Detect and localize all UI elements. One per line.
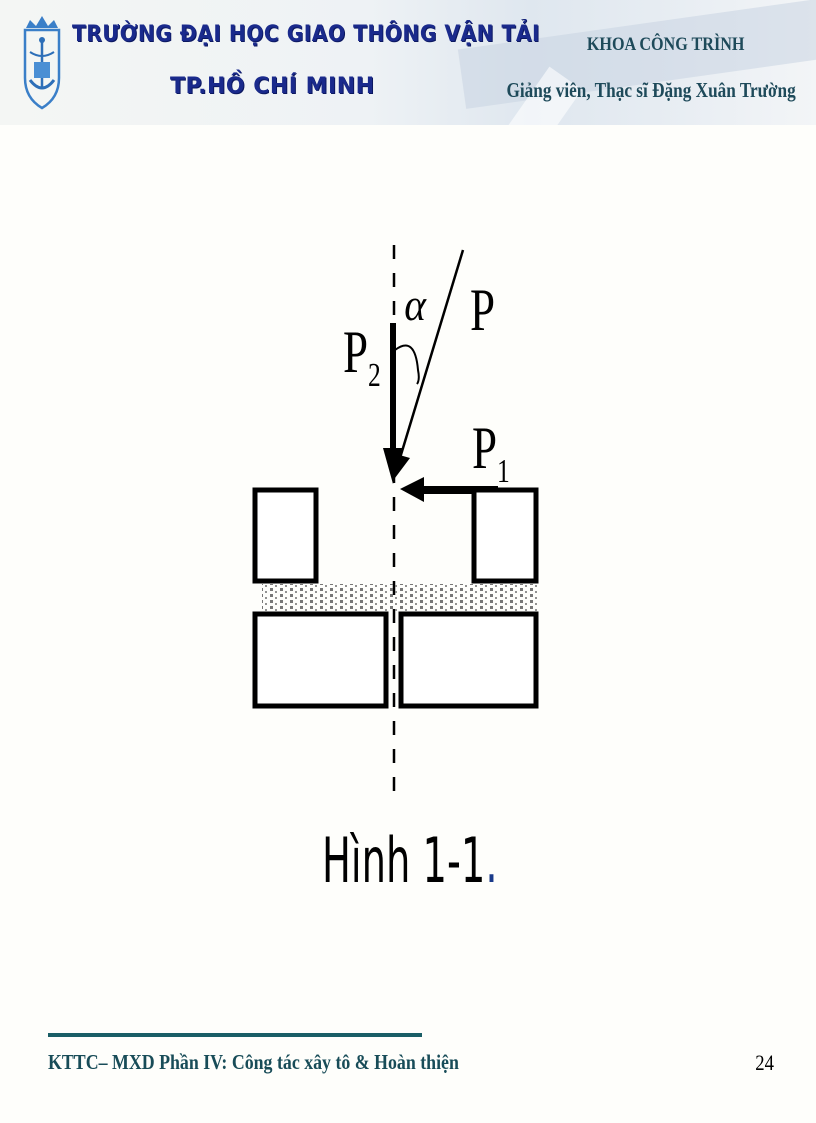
footer-course-title: KTTC– MXD Phần IV: Công tác xây tô & Hoà… [48, 1050, 459, 1074]
label-angle-alpha: α [404, 279, 426, 330]
figure-caption: Hình 1-1. [322, 824, 498, 897]
label-force-p: P [470, 277, 496, 343]
mortar-joint [262, 584, 540, 612]
brick-bottom-left [252, 611, 389, 709]
brick-bottom-right [398, 611, 539, 709]
label-force-p2: P2 [343, 319, 381, 394]
force-p1-arrowhead [400, 477, 424, 502]
university-crest-icon [23, 16, 61, 110]
school-name-line2: TP.HỒ CHÍ MINH [170, 74, 375, 99]
angle-arc [394, 344, 420, 385]
force-p-line [398, 249, 465, 459]
slide-header: TRƯỜNG ĐẠI HỌC GIAO THÔNG VẬN TẢI TP.HỒ … [0, 0, 816, 125]
faculty-name: KHOA CÔNG TRÌNH [586, 34, 744, 55]
label-force-p1: P1 [472, 415, 510, 490]
footer-divider [48, 1033, 422, 1037]
brick-top-left [252, 487, 319, 584]
page-number: 24 [755, 1050, 774, 1075]
force-p2-arrowhead [383, 448, 403, 484]
brick-top-right [471, 487, 539, 584]
lecturer-name: Giảng viên, Thạc sĩ Đặng Xuân Trường [506, 78, 796, 102]
